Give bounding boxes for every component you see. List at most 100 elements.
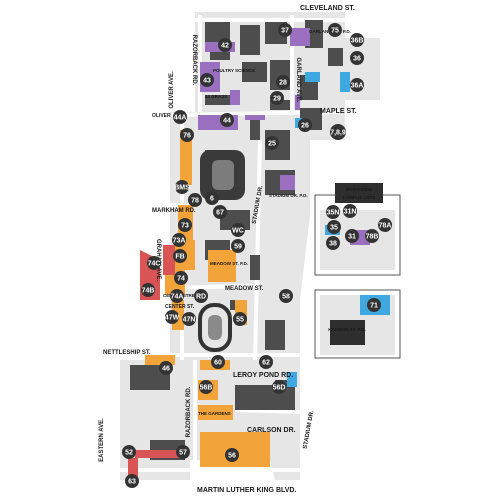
lot-marker-31N[interactable] bbox=[343, 204, 357, 218]
label-the-gardens: THE GARDENS bbox=[198, 411, 231, 416]
lot-marker-74A[interactable] bbox=[170, 289, 184, 303]
label-44-grass: 44 GRASS bbox=[205, 94, 227, 99]
lot-label-37: 37 bbox=[281, 28, 289, 35]
lot-label-62: 62 bbox=[262, 360, 270, 367]
lot-label-63: 63 bbox=[128, 479, 136, 486]
street-label-razorback-south: RAZORBACK RD. bbox=[186, 386, 192, 437]
lot-label-BMS: BMS bbox=[174, 185, 190, 192]
street-label-nettleship: NETTLESHIP ST. bbox=[103, 350, 151, 356]
lot-label-44A: 44A bbox=[174, 115, 187, 122]
street-label-garland: GARLAND AVE. bbox=[295, 58, 301, 103]
lot-marker-RD[interactable] bbox=[194, 289, 208, 303]
lot-marker-37[interactable] bbox=[278, 23, 292, 37]
lot-label-43: 43 bbox=[203, 78, 211, 85]
lot-marker-74B[interactable] bbox=[141, 283, 155, 297]
lot-label-56B: 56B bbox=[200, 385, 213, 392]
label-harmon-st-pd: HARMON ST. P.D. bbox=[328, 327, 365, 332]
lot-label-76: 76 bbox=[183, 133, 191, 140]
lot-marker-73A[interactable] bbox=[172, 233, 186, 247]
lot-marker-6[interactable] bbox=[205, 191, 219, 205]
lot-marker-55[interactable] bbox=[233, 312, 247, 326]
lot-label-71: 71 bbox=[370, 303, 378, 310]
label-meadow-st-pd: MEADOW ST. P.D. bbox=[210, 261, 248, 266]
lot-label-56D: 56D bbox=[273, 385, 286, 392]
street-label-oliver: OLIVER AVE. bbox=[169, 71, 175, 109]
lot-marker-56B[interactable] bbox=[199, 380, 213, 394]
lot-marker-62[interactable] bbox=[259, 355, 273, 369]
lot-marker-25[interactable] bbox=[265, 136, 279, 150]
lot-marker-67[interactable] bbox=[213, 205, 227, 219]
lot-marker-7-8-9[interactable] bbox=[330, 124, 346, 140]
lot-marker-44A[interactable] bbox=[173, 110, 187, 124]
lot-marker-57[interactable] bbox=[176, 445, 190, 459]
lot-marker-28[interactable] bbox=[276, 75, 290, 89]
lot-marker-WC[interactable] bbox=[231, 223, 245, 237]
lot-label-38: 38 bbox=[329, 241, 337, 248]
lot-marker-74C[interactable] bbox=[147, 256, 161, 270]
lot-marker-26[interactable] bbox=[298, 118, 312, 132]
lot-marker-56[interactable] bbox=[225, 448, 239, 462]
lot-marker-76[interactable] bbox=[180, 128, 194, 142]
lot-marker-56D[interactable] bbox=[272, 380, 286, 394]
label-poultry-science: POULTRY SCIENCE bbox=[213, 68, 255, 73]
lot-label-35N: 35N bbox=[327, 210, 340, 217]
lot-marker-78[interactable] bbox=[188, 193, 202, 207]
lot-label-42: 42 bbox=[221, 43, 229, 50]
lot-label-25: 25 bbox=[268, 141, 276, 148]
lot-label-WC: WC bbox=[232, 228, 244, 235]
lot-marker-36[interactable] bbox=[350, 51, 364, 65]
lot-marker-78A[interactable] bbox=[378, 218, 392, 232]
lot-marker-63[interactable] bbox=[125, 474, 139, 488]
lot-label-74A: 74A bbox=[171, 294, 184, 301]
lot-marker-BMS[interactable] bbox=[175, 180, 189, 194]
lot-label-FB: FB bbox=[175, 254, 184, 261]
lot-marker-31[interactable] bbox=[345, 229, 359, 243]
lot-label-47N: 47N bbox=[183, 317, 196, 324]
street-label-eastern: EASTERN AVE. bbox=[99, 418, 105, 462]
lot-marker-60[interactable] bbox=[211, 355, 225, 369]
street-label-mlk: MARTIN LUTHER KING BLVD. bbox=[197, 487, 296, 494]
lot-label-35: 35 bbox=[330, 225, 338, 232]
lot-label-28: 28 bbox=[279, 80, 287, 87]
lot-label-36A: 36A bbox=[351, 83, 364, 90]
lot-label-78A: 78A bbox=[379, 223, 392, 230]
lot-label-73: 73 bbox=[181, 223, 189, 230]
lot-marker-47N[interactable] bbox=[182, 312, 196, 326]
lot-marker-46[interactable] bbox=[159, 361, 173, 375]
lot-marker-59[interactable] bbox=[231, 239, 245, 253]
lot-marker-FB[interactable] bbox=[173, 249, 187, 263]
lot-marker-38[interactable] bbox=[326, 236, 340, 250]
lot-marker-35[interactable] bbox=[327, 220, 341, 234]
inset-northside-title-2: CAMPUS LOTS bbox=[343, 195, 376, 200]
lot-marker-42[interactable] bbox=[218, 38, 232, 52]
lot-label-44: 44 bbox=[223, 118, 231, 125]
lot-label-73A: 73A bbox=[173, 238, 186, 245]
lot-marker-78B[interactable] bbox=[365, 229, 379, 243]
lot-marker-71[interactable] bbox=[367, 298, 381, 312]
lot-marker-75[interactable] bbox=[328, 23, 342, 37]
lot-marker-74[interactable] bbox=[174, 271, 188, 285]
lot-label-52: 52 bbox=[125, 450, 133, 457]
lot-marker-58[interactable] bbox=[279, 289, 293, 303]
lot-marker-52[interactable] bbox=[122, 445, 136, 459]
lot-marker-36A[interactable] bbox=[350, 78, 364, 92]
lot-label-46: 46 bbox=[162, 366, 170, 373]
lot-marker-36B[interactable] bbox=[350, 33, 364, 47]
lot-label-6: 6 bbox=[210, 196, 214, 203]
lot-marker-44[interactable] bbox=[220, 113, 234, 127]
street-label-cleveland: CLEVELAND ST. bbox=[300, 5, 355, 12]
street-label-maple: MAPLE ST. bbox=[320, 108, 357, 115]
lot-marker-29[interactable] bbox=[270, 91, 284, 105]
lot-marker-47W[interactable] bbox=[165, 310, 179, 324]
lot-label-55: 55 bbox=[236, 317, 244, 324]
lot-marker-43[interactable] bbox=[200, 73, 214, 87]
lot-marker-73[interactable] bbox=[178, 218, 192, 232]
label-stadium-dr-pd: STADIUM DR. P.D. bbox=[269, 193, 308, 198]
lot-label-47W: 47W bbox=[165, 315, 180, 322]
lot-label-59: 59 bbox=[234, 244, 242, 251]
lot-label-31: 31 bbox=[348, 234, 356, 241]
lot-label-75: 75 bbox=[331, 28, 339, 35]
lot-marker-35N[interactable] bbox=[326, 205, 340, 219]
